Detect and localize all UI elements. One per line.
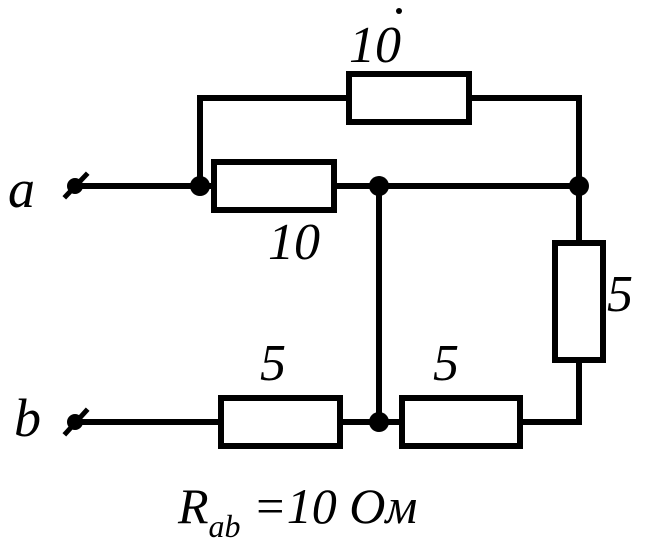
- node-left: [190, 176, 210, 196]
- resistor-top-dot: [396, 8, 402, 14]
- resistor-right-value: 5: [607, 266, 633, 323]
- resistor-bottom-right: [399, 395, 523, 449]
- resistor-bottom-right-value: 5: [433, 335, 459, 392]
- wires: [71, 95, 582, 425]
- node-middle-top: [369, 176, 389, 196]
- node-right: [569, 176, 589, 196]
- resistor-top-value: 10: [349, 17, 401, 74]
- resistor-right: [552, 240, 606, 363]
- terminal-b-marker: [62, 407, 90, 437]
- nodes: [190, 176, 589, 432]
- resistor-bottom-left: [218, 395, 343, 449]
- terminal-a-label: a: [8, 159, 35, 219]
- resistors: [211, 71, 606, 449]
- resistor-bottom-left-value: 5: [260, 335, 286, 392]
- resistor-upper-middle: [211, 159, 337, 213]
- formula-value: =10 Ом: [241, 478, 418, 534]
- resistor-upper-middle-value: 10: [268, 214, 320, 271]
- terminal-a-marker: [62, 171, 90, 200]
- formula-symbol: R: [177, 478, 209, 534]
- resistor-top: [346, 71, 472, 125]
- formula-subscript: ab: [209, 508, 241, 544]
- result-formula: Rab =10 Ом: [177, 478, 417, 544]
- terminal-b-label: b: [14, 388, 41, 448]
- node-middle-bottom: [369, 412, 389, 432]
